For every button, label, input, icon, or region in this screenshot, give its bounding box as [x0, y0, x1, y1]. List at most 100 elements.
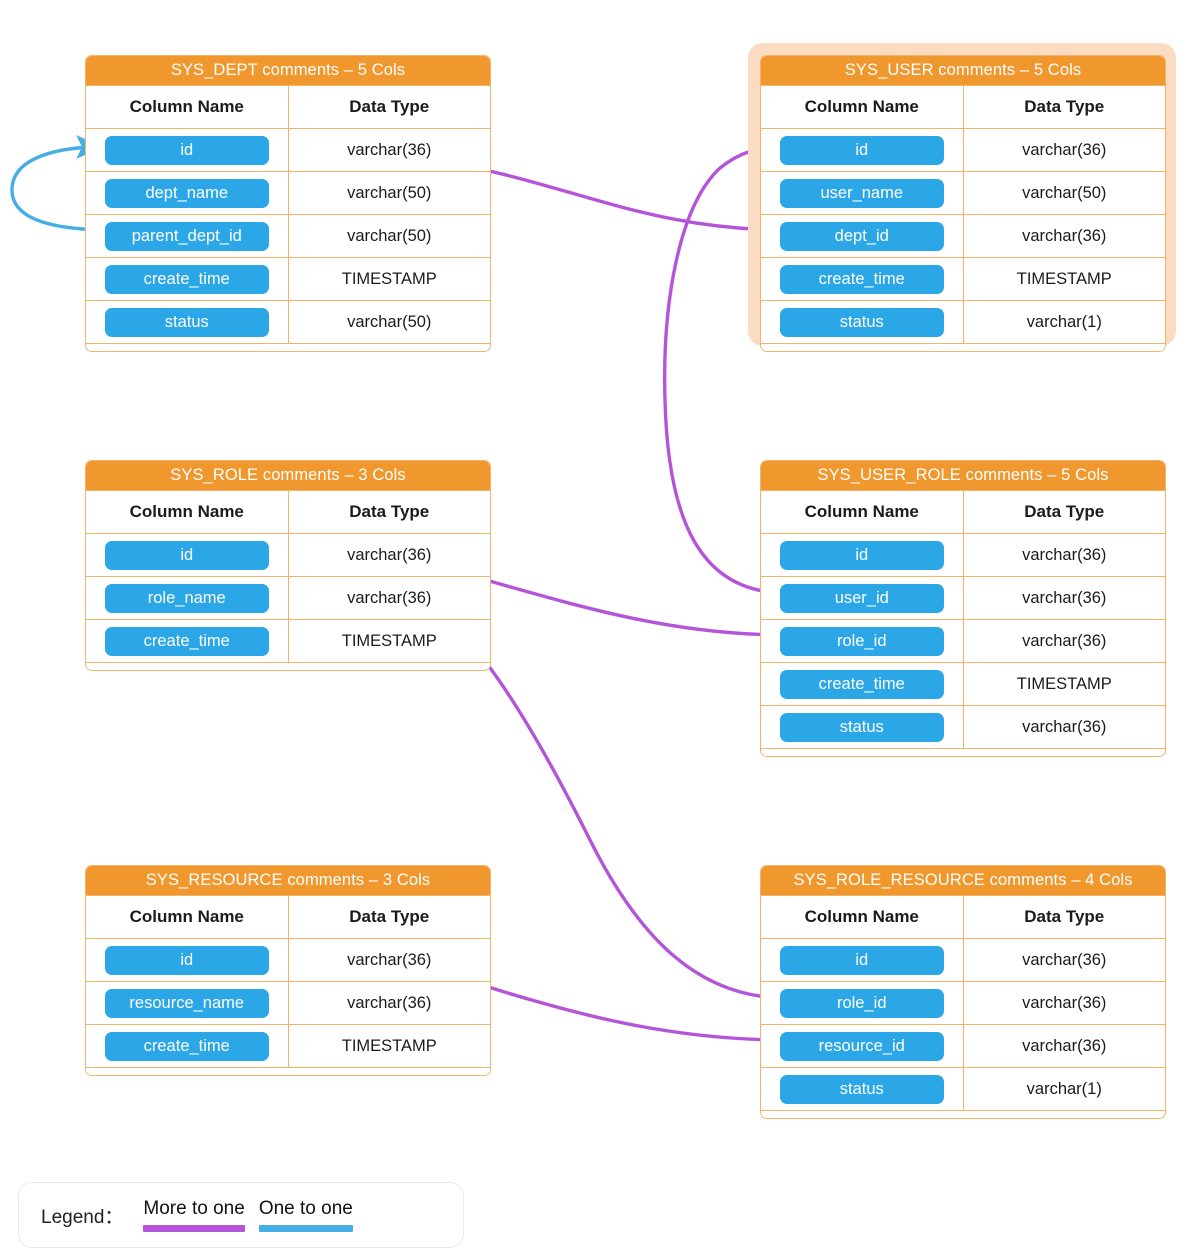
column-pill: status [780, 307, 944, 337]
column-name-cell[interactable]: id [761, 534, 964, 576]
table-row[interactable]: dept_id varchar(36) [761, 214, 1165, 257]
column-pill: create_time [780, 264, 944, 294]
column-type-cell: varchar(36) [347, 588, 432, 607]
column-headers: Column Name Data Type [86, 85, 490, 128]
legend-item-label: More to one [143, 1198, 245, 1219]
table-row[interactable]: role_id varchar(36) [761, 619, 1165, 662]
table-row[interactable]: id varchar(36) [86, 938, 490, 981]
column-type-cell: varchar(36) [347, 993, 432, 1012]
header-column-name: Column Name [86, 86, 289, 128]
table-row[interactable]: status varchar(1) [761, 1067, 1165, 1110]
legend-item-label: One to one [258, 1198, 353, 1219]
column-pill: user_id [780, 583, 944, 613]
table-row[interactable]: resource_name varchar(36) [86, 981, 490, 1024]
column-type-cell: TIMESTAMP [1016, 269, 1112, 288]
column-name-cell[interactable]: role_name [86, 577, 289, 619]
header-column-name: Column Name [86, 491, 289, 533]
column-headers: Column Name Data Type [761, 85, 1165, 128]
table-row[interactable]: dept_name varchar(50) [86, 171, 490, 214]
table-sys-resource[interactable]: SYS_RESOURCE comments – 3 Cols Column Na… [85, 865, 491, 1076]
table-title-sys-role-resource: SYS_ROLE_RESOURCE comments – 4 Cols [761, 866, 1165, 895]
column-name-cell[interactable]: dept_id [761, 215, 964, 257]
table-row[interactable]: role_name varchar(36) [86, 576, 490, 619]
column-name-cell[interactable]: parent_dept_id [86, 215, 289, 257]
table-row[interactable]: status varchar(50) [86, 300, 490, 343]
column-headers: Column Name Data Type [86, 895, 490, 938]
table-row[interactable]: id varchar(36) [761, 128, 1165, 171]
column-pill: status [780, 1074, 944, 1104]
table-row[interactable]: create_time TIMESTAMP [86, 257, 490, 300]
column-name-cell[interactable]: dept_name [86, 172, 289, 214]
column-pill: role_name [105, 583, 269, 613]
column-name-cell[interactable]: id [761, 939, 964, 981]
table-sys-role-resource[interactable]: SYS_ROLE_RESOURCE comments – 4 Cols Colu… [760, 865, 1166, 1119]
table-row[interactable]: create_time TIMESTAMP [86, 1024, 490, 1067]
table-sys-role[interactable]: SYS_ROLE comments – 3 Cols Column Name D… [85, 460, 491, 671]
table-row[interactable]: role_id varchar(36) [761, 981, 1165, 1024]
table-bottom-padding [761, 1110, 1165, 1118]
column-name-cell[interactable]: status [86, 301, 289, 343]
legend-swatch-purple [143, 1225, 245, 1232]
column-type-cell: varchar(36) [1022, 993, 1107, 1012]
column-pill: id [780, 945, 944, 975]
table-row[interactable]: status varchar(36) [761, 705, 1165, 748]
column-name-cell[interactable]: create_time [86, 1025, 289, 1067]
column-pill: id [105, 945, 269, 975]
table-row[interactable]: resource_id varchar(36) [761, 1024, 1165, 1067]
table-sys-user-role[interactable]: SYS_USER_ROLE comments – 5 Cols Column N… [760, 460, 1166, 757]
table-row[interactable]: id varchar(36) [761, 533, 1165, 576]
column-pill: resource_name [105, 988, 269, 1018]
table-bottom-padding [761, 343, 1165, 351]
table-row[interactable]: parent_dept_id varchar(50) [86, 214, 490, 257]
column-name-cell[interactable]: id [86, 129, 289, 171]
column-name-cell[interactable]: status [761, 1068, 964, 1110]
table-row[interactable]: id varchar(36) [86, 533, 490, 576]
table-row[interactable]: create_time TIMESTAMP [761, 662, 1165, 705]
column-pill: resource_id [780, 1031, 944, 1061]
column-type-cell: varchar(36) [347, 950, 432, 969]
column-pill: create_time [780, 669, 944, 699]
column-type-cell: TIMESTAMP [341, 1036, 437, 1055]
legend-item-more-to-one: More to one [143, 1198, 245, 1232]
column-name-cell[interactable]: create_time [86, 258, 289, 300]
table-title-sys-user-role: SYS_USER_ROLE comments – 5 Cols [761, 461, 1165, 490]
table-title-sys-role: SYS_ROLE comments – 3 Cols [86, 461, 490, 490]
column-name-cell[interactable]: resource_name [86, 982, 289, 1024]
table-row[interactable]: create_time TIMESTAMP [761, 257, 1165, 300]
column-name-cell[interactable]: status [761, 706, 964, 748]
table-bottom-padding [761, 748, 1165, 756]
column-name-cell[interactable]: user_id [761, 577, 964, 619]
legend-item-one-to-one: One to one [258, 1198, 353, 1232]
column-pill: id [105, 135, 269, 165]
table-row[interactable]: create_time TIMESTAMP [86, 619, 490, 662]
header-data-type: Data Type [1024, 97, 1105, 116]
column-pill: status [105, 307, 269, 337]
column-type-cell: varchar(36) [1022, 717, 1107, 736]
table-row[interactable]: id varchar(36) [761, 938, 1165, 981]
column-name-cell[interactable]: user_name [761, 172, 964, 214]
column-type-cell: varchar(50) [347, 226, 432, 245]
table-row[interactable]: user_name varchar(50) [761, 171, 1165, 214]
table-sys-user[interactable]: SYS_USER comments – 5 Cols Column Name D… [760, 55, 1166, 352]
column-type-cell: varchar(36) [1022, 545, 1107, 564]
table-row[interactable]: id varchar(36) [86, 128, 490, 171]
column-name-cell[interactable]: role_id [761, 620, 964, 662]
column-name-cell[interactable]: id [86, 939, 289, 981]
column-name-cell[interactable]: create_time [86, 620, 289, 662]
column-name-cell[interactable]: create_time [761, 663, 964, 705]
table-sys-dept[interactable]: SYS_DEPT comments – 5 Cols Column Name D… [85, 55, 491, 352]
column-type-cell: varchar(36) [347, 545, 432, 564]
column-name-cell[interactable]: id [761, 129, 964, 171]
column-name-cell[interactable]: resource_id [761, 1025, 964, 1067]
column-name-cell[interactable]: role_id [761, 982, 964, 1024]
table-row[interactable]: status varchar(1) [761, 300, 1165, 343]
column-type-cell: varchar(36) [1022, 588, 1107, 607]
table-row[interactable]: user_id varchar(36) [761, 576, 1165, 619]
table-bottom-padding [86, 662, 490, 670]
column-name-cell[interactable]: status [761, 301, 964, 343]
column-name-cell[interactable]: create_time [761, 258, 964, 300]
column-headers: Column Name Data Type [761, 490, 1165, 533]
column-headers: Column Name Data Type [761, 895, 1165, 938]
header-data-type: Data Type [1024, 907, 1105, 926]
column-name-cell[interactable]: id [86, 534, 289, 576]
